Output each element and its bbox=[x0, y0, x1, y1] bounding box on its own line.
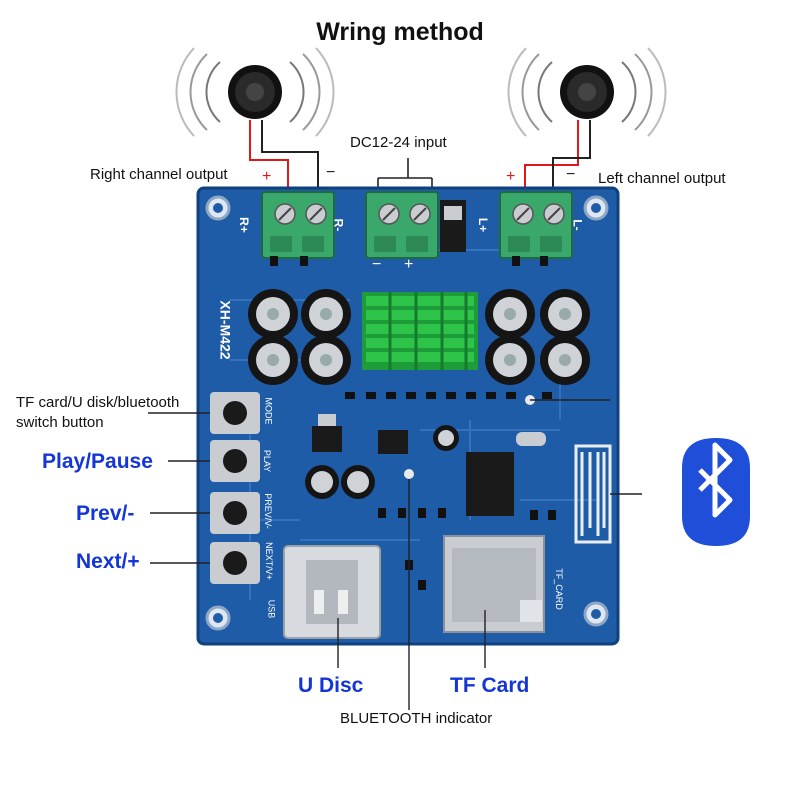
next-label: Next/+ bbox=[76, 550, 140, 573]
dc-input-label: DC12-24 input bbox=[350, 134, 447, 151]
left-minus-marker: − bbox=[566, 166, 576, 183]
right-channel-terminal bbox=[261, 191, 335, 259]
silk-usb: USB bbox=[266, 599, 277, 619]
right-minus-marker: − bbox=[326, 164, 336, 181]
bluetooth-icon bbox=[682, 438, 750, 546]
heatsink bbox=[362, 292, 478, 370]
board-model: XH-M422 bbox=[217, 300, 234, 360]
left-speaker-icon bbox=[507, 47, 667, 137]
page-title: Wring method bbox=[316, 18, 484, 46]
usb-port bbox=[283, 545, 381, 639]
left-plus-marker: + bbox=[506, 168, 516, 185]
left-channel-label: Left channel output bbox=[598, 170, 726, 187]
right-channel-label: Right channel output bbox=[90, 166, 228, 183]
silk-next: NEXT/V+ bbox=[263, 542, 274, 580]
capacitors bbox=[248, 289, 590, 499]
decoder-chip bbox=[466, 452, 514, 516]
right-speaker-icon bbox=[175, 47, 335, 137]
mode-switch-label-line2: switch button bbox=[16, 414, 104, 431]
crystal bbox=[516, 432, 546, 446]
right-plus-marker: + bbox=[262, 168, 272, 185]
dc-minus-marker: − bbox=[372, 256, 382, 273]
u-disc-label: U Disc bbox=[298, 674, 364, 697]
mode-switch-label-line1: TF card/U disk/bluetooth bbox=[16, 394, 180, 411]
silk-mode: MODE bbox=[263, 397, 274, 425]
silk-prev: PREV/V- bbox=[262, 493, 273, 529]
silk-l-plus: L+ bbox=[476, 217, 491, 233]
silk-tf-card: TF_CARD bbox=[553, 568, 564, 610]
dc-input-terminal bbox=[365, 191, 466, 259]
silk-r-plus: R+ bbox=[236, 217, 251, 233]
bluetooth-indicator-label: BLUETOOTH indicator bbox=[340, 710, 493, 727]
bluetooth-led bbox=[404, 469, 414, 479]
tf-card-slot bbox=[443, 535, 545, 633]
silk-l-minus: L- bbox=[570, 219, 585, 231]
tf-card-label: TF Card bbox=[450, 674, 530, 697]
buttons bbox=[210, 392, 260, 584]
silk-r-minus: R- bbox=[331, 218, 346, 232]
silk-play: PLAY bbox=[262, 449, 273, 473]
play-pause-label: Play/Pause bbox=[42, 450, 153, 473]
left-channel-terminal bbox=[499, 191, 573, 259]
prev-label: Prev/- bbox=[76, 502, 135, 525]
dc-plus-marker: + bbox=[404, 256, 414, 273]
